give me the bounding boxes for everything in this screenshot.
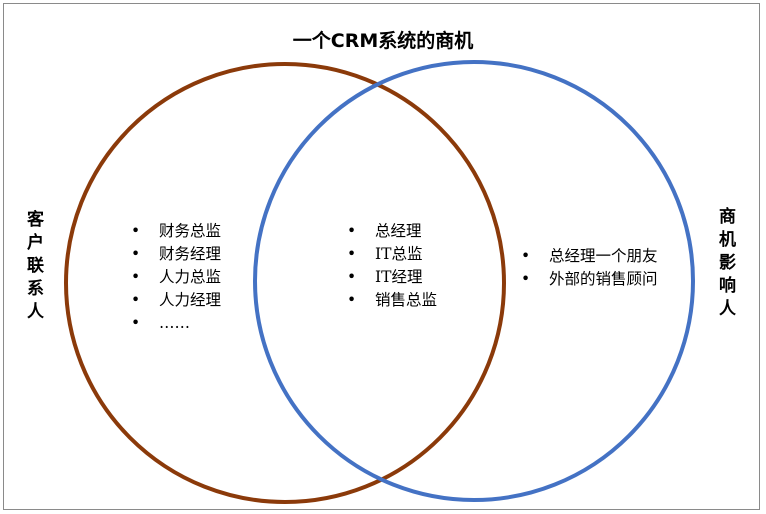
right-only-list: 总经理一个朋友 外部的销售顾问 bbox=[521, 245, 658, 291]
diagram-frame bbox=[3, 3, 760, 510]
list-item: 人力经理 bbox=[131, 289, 221, 312]
list-item: IT总监 bbox=[347, 243, 437, 266]
list-item: IT经理 bbox=[347, 266, 437, 289]
diagram-title: 一个CRM系统的商机 bbox=[292, 30, 474, 52]
left-circle bbox=[64, 62, 506, 504]
list-item: 外部的销售顾问 bbox=[521, 268, 658, 291]
left-set-label: 客户联系人 bbox=[23, 210, 43, 325]
right-circle bbox=[253, 60, 695, 502]
left-only-list: 财务总监 财务经理 人力总监 人力经理 …… bbox=[131, 220, 221, 335]
list-item: 人力总监 bbox=[131, 266, 221, 289]
intersection-list: 总经理 IT总监 IT经理 销售总监 bbox=[347, 220, 437, 312]
list-item: 总经理 bbox=[347, 220, 437, 243]
list-item: 总经理一个朋友 bbox=[521, 245, 658, 268]
list-item: …… bbox=[131, 312, 221, 335]
list-item: 财务经理 bbox=[131, 243, 221, 266]
list-item: 销售总监 bbox=[347, 289, 437, 312]
list-item: 财务总监 bbox=[131, 220, 221, 243]
right-set-label: 商机影响人 bbox=[715, 207, 735, 322]
